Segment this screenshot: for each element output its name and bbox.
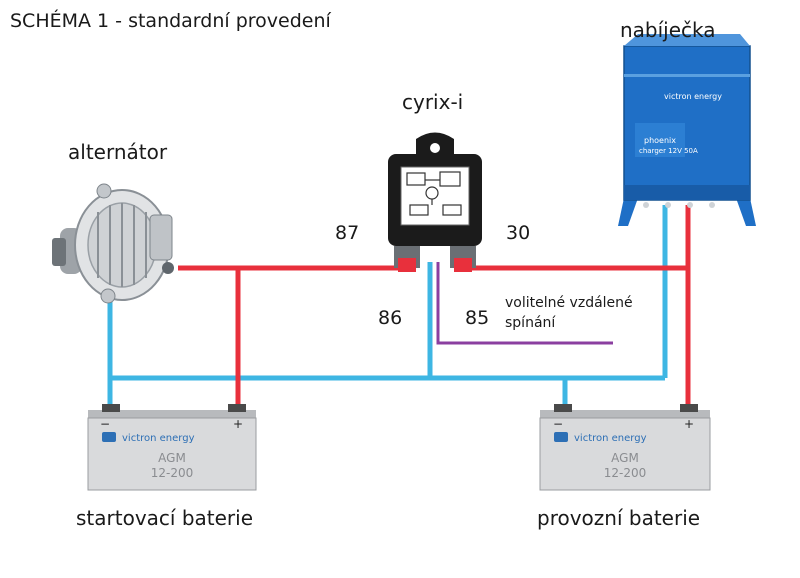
alternator-label: alternátor [68,140,168,164]
remote-switch-label-line2: spínání [505,315,556,331]
terminal-86-label: 86 [378,307,403,329]
start-battery-type: AGM [158,451,186,465]
terminal-85-label: 85 [465,307,490,329]
service-battery-brand: victron energy [574,433,647,444]
charger-label: nabíječka [620,18,716,42]
terminal-30-label: 30 [506,222,531,244]
negative-wiring [107,205,668,412]
page-title: SCHÉMA 1 - standardní provedení [10,10,331,32]
start-battery-plus: + [233,417,243,431]
charger [618,34,756,226]
service-battery-label: provozní baterie [537,506,701,530]
remote-switch-label-line1: volitelné vzdálené [505,295,633,311]
charger-brand: victron energy [664,92,722,101]
remote-switch-wire [436,262,613,345]
service-battery-plus: + [684,417,694,431]
terminal-87-label: 87 [335,222,360,244]
charger-spec: charger 12V 50A [639,147,698,155]
cyrix-relay [388,132,482,272]
start-battery-label: startovací baterie [76,506,254,530]
cyrix-label: cyrix-i [402,90,464,114]
alternator [52,183,174,304]
start-battery-minus: − [100,417,110,431]
start-battery [87,404,257,491]
service-battery-type: AGM [611,451,639,465]
positive-wiring [178,205,691,412]
service-battery-rating: 12-200 [604,466,647,480]
service-battery-minus: − [553,417,563,431]
service-battery [539,404,711,491]
start-battery-brand: victron energy [122,433,195,444]
start-battery-rating: 12-200 [151,466,194,480]
charger-model: phoenix [644,136,676,145]
